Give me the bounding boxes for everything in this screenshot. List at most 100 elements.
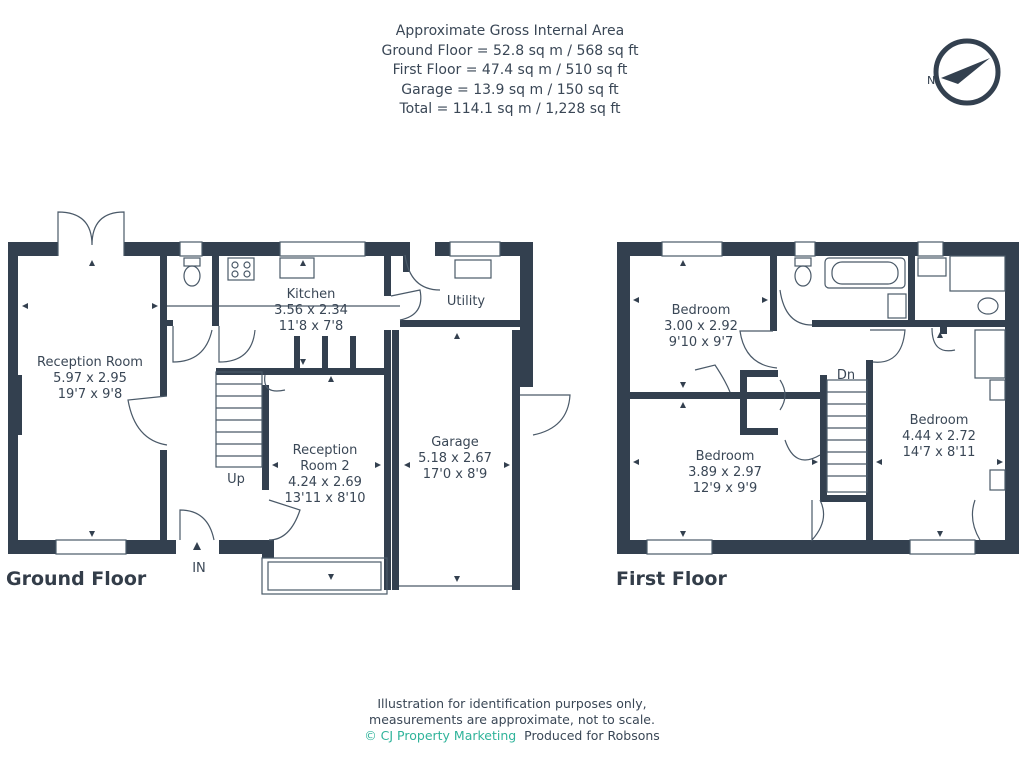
room-name: Utility [447, 294, 486, 309]
window [917, 241, 944, 257]
wall [8, 242, 58, 256]
area-summary: Approximate Gross Internal Area Ground F… [310, 22, 710, 120]
door-swing [739, 330, 778, 369]
garage-side-door [520, 394, 571, 436]
room-name: Room 2 [300, 459, 349, 474]
disclaimer-line-2: measurements are approximate, not to sca… [369, 712, 655, 727]
room-reception-room-2: Reception Room 2 4.24 x 2.69 13'11 x 8'1… [284, 443, 365, 506]
wardrobe [971, 499, 981, 541]
sink-icon [454, 259, 492, 279]
wall [8, 375, 22, 435]
window [179, 241, 203, 257]
dimension-arrows [633, 260, 1003, 537]
room-size-imperial: 19'7 x 9'8 [58, 387, 122, 402]
room-size-imperial: 14'7 x 8'11 [903, 445, 976, 460]
room-bedroom-1: Bedroom 3.00 x 2.92 9'10 x 9'7 [664, 303, 738, 350]
window [661, 241, 723, 257]
first-floor-title: First Floor [616, 568, 727, 590]
door-swing [390, 289, 422, 321]
window [279, 241, 366, 257]
room-name: Reception [293, 443, 358, 458]
dimension-arrows [22, 260, 510, 582]
room-garage: Garage 5.18 x 2.67 17'0 x 8'9 [418, 435, 492, 482]
wall [384, 330, 391, 590]
compass-letter: N [927, 74, 935, 87]
wall [219, 540, 274, 554]
garage-area: Garage = 13.9 sq m / 150 sq ft [401, 81, 619, 98]
entrance-label: IN [192, 561, 206, 576]
room-name: Bedroom [672, 303, 731, 318]
wall [126, 540, 176, 554]
wall [160, 450, 167, 554]
wardrobe [989, 469, 1006, 491]
wall [262, 540, 274, 558]
hob-icon [227, 257, 255, 281]
toilet-icon [183, 265, 201, 287]
room-size-imperial: 9'10 x 9'7 [669, 335, 733, 350]
door-swing [218, 326, 256, 363]
room-size-metric: 3.89 x 2.97 [688, 465, 762, 480]
ground-floor-area: Ground Floor = 52.8 sq m / 568 sq ft [381, 42, 639, 59]
wall [740, 370, 747, 435]
wall [617, 540, 647, 554]
stairs-up-label: Up [227, 472, 245, 487]
first-floor-plan [617, 242, 1019, 554]
wall [820, 375, 827, 495]
total-area: Total = 114.1 sq m / 1,228 sq ft [399, 101, 621, 117]
door-swing [127, 395, 168, 446]
wall [940, 320, 947, 334]
room-size-imperial: 11'8 x 7'8 [279, 319, 343, 334]
wardrobe [974, 329, 1006, 379]
first-floor-area: First Floor = 47.4 sq m / 510 sq ft [392, 62, 628, 78]
window [794, 241, 816, 257]
wall [868, 320, 1008, 327]
north-arrow-icon: N [927, 38, 1001, 106]
wall [770, 256, 777, 331]
room-name: Kitchen [287, 287, 336, 302]
room-size-imperial: 17'0 x 8'9 [423, 467, 487, 482]
wall [740, 428, 778, 435]
wall [167, 320, 173, 326]
disclaimer: Illustration for identification purposes… [0, 696, 1024, 744]
wall [350, 336, 356, 368]
wall [212, 256, 219, 326]
wall [975, 540, 1019, 554]
door-swing [779, 379, 786, 411]
area-title: Approximate Gross Internal Area [395, 23, 625, 39]
credits: © CJ Property Marketing Produced for Rob… [0, 728, 1024, 744]
wall [908, 256, 915, 326]
wall [400, 320, 533, 327]
basin-icon [917, 257, 947, 277]
wall [384, 256, 391, 296]
room-name: Bedroom [910, 413, 969, 428]
shower-icon [949, 255, 1006, 292]
room-reception-room: Reception Room 5.97 x 2.95 19'7 x 9'8 [37, 355, 143, 402]
wardrobe [989, 379, 1006, 401]
wall [820, 495, 870, 502]
room-name: Bedroom [696, 449, 755, 464]
french-doors [57, 211, 125, 256]
toilet-cistern [183, 257, 201, 267]
wall [216, 368, 391, 375]
wall [294, 336, 300, 368]
wall [630, 392, 820, 399]
bath-icon [824, 257, 906, 289]
room-size-metric: 4.44 x 2.72 [902, 429, 976, 444]
room-size-imperial: 13'11 x 8'10 [284, 491, 365, 506]
wall [392, 330, 399, 590]
wall [520, 242, 533, 387]
window [646, 539, 713, 555]
front-door [179, 509, 215, 541]
basin-icon [887, 293, 907, 319]
room-size-metric: 5.97 x 2.95 [53, 371, 127, 386]
wall [322, 336, 328, 368]
wall [712, 540, 910, 554]
door-swing [404, 254, 441, 291]
door-swing [172, 326, 213, 363]
wall [866, 360, 873, 540]
door-swing [811, 499, 825, 542]
room-kitchen: Kitchen 3.56 x 2.34 11'8 x 7'8 [274, 287, 348, 334]
room-bedroom-3: Bedroom 4.44 x 2.72 14'7 x 8'11 [902, 413, 976, 460]
room-size-imperial: 12'9 x 9'9 [693, 481, 757, 496]
